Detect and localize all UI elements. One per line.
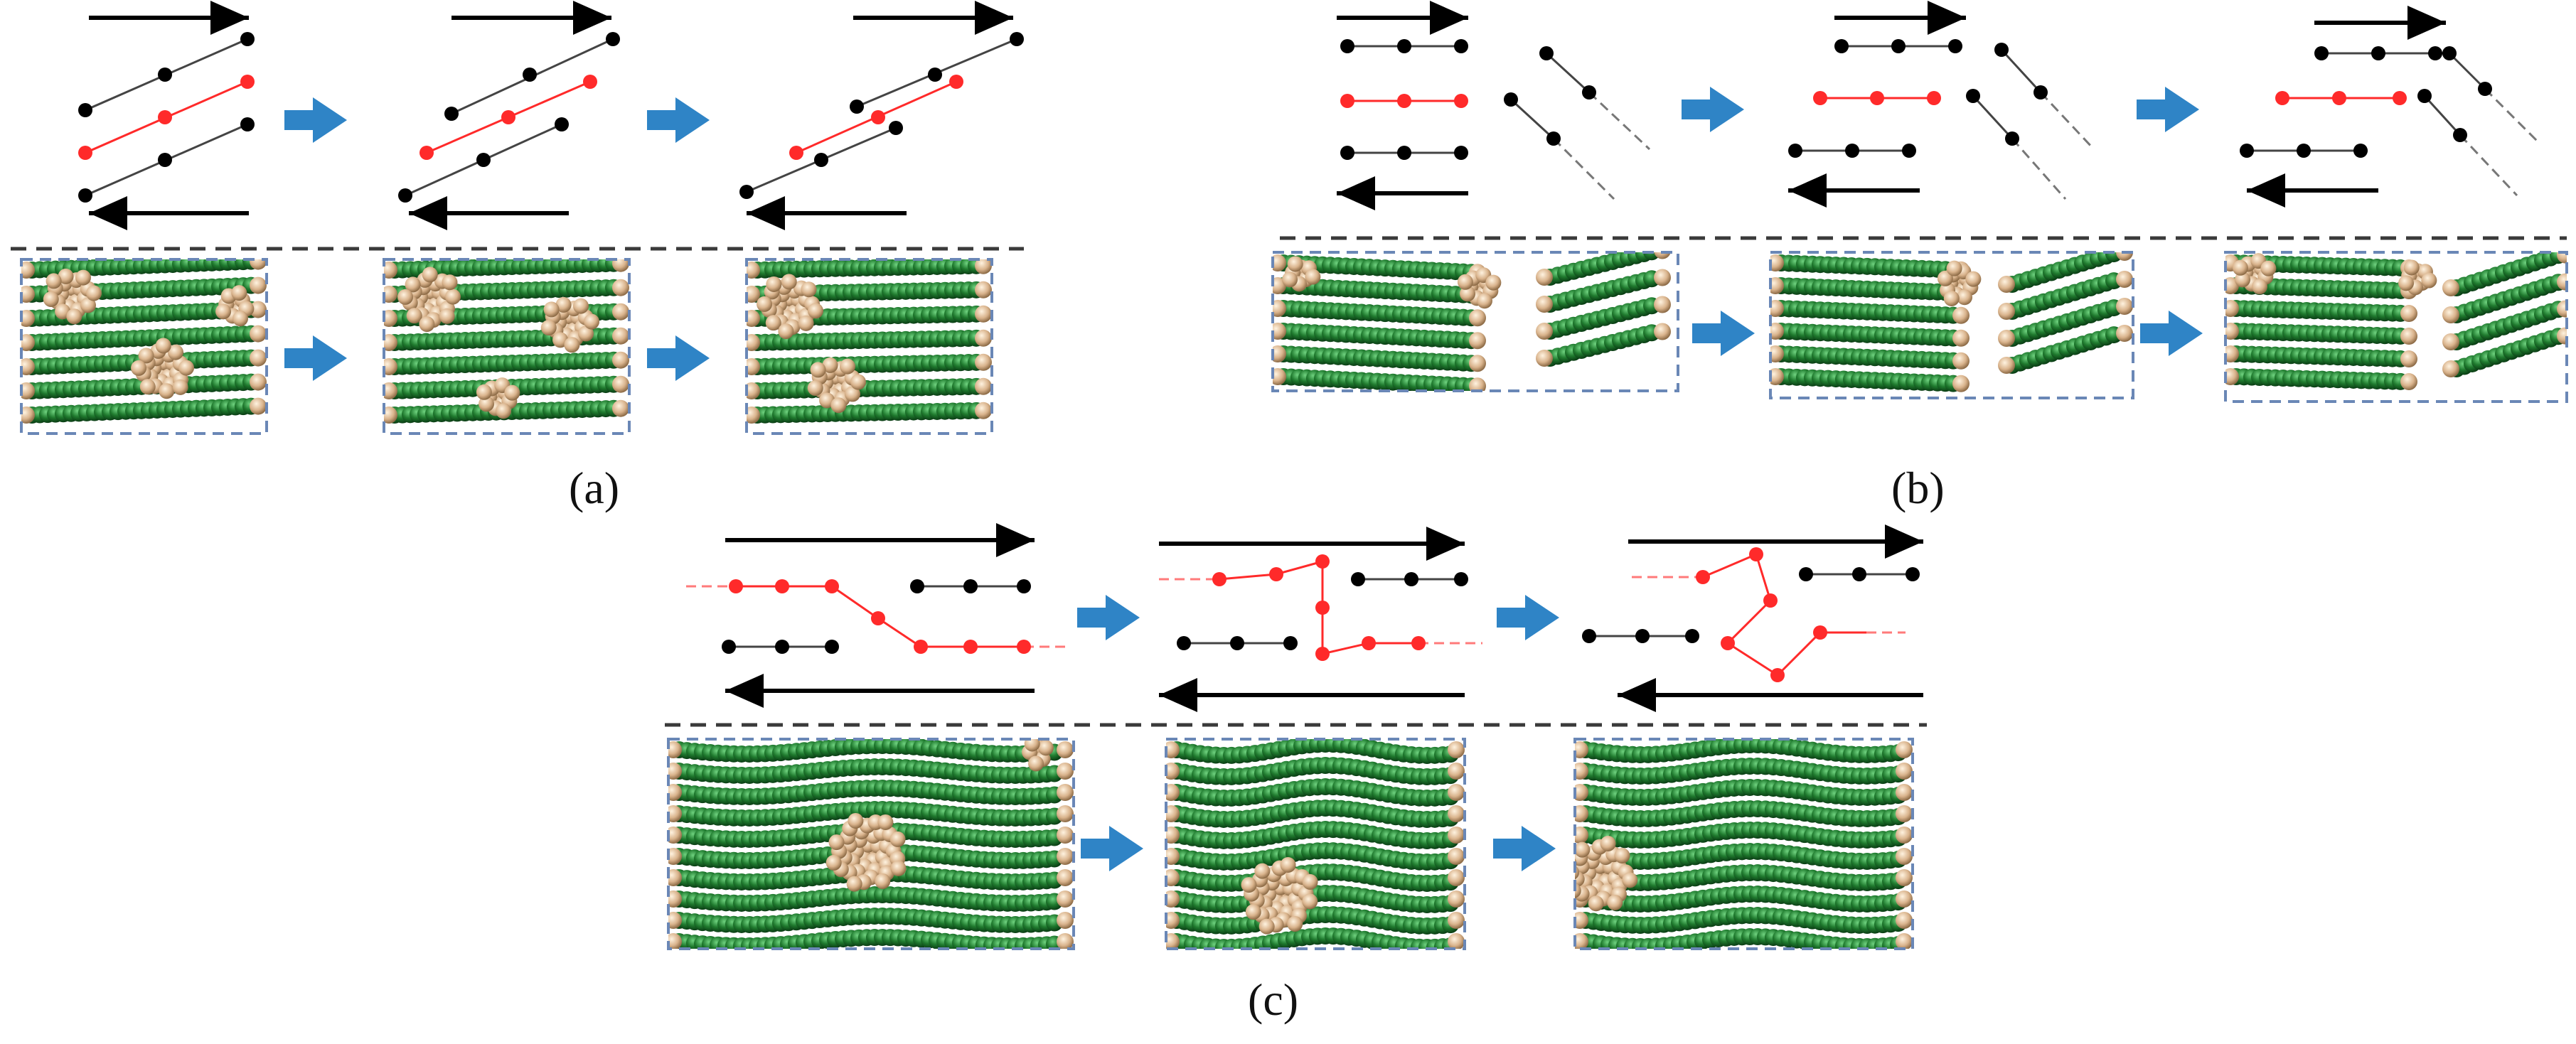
panel-a-sim-3: [745, 258, 993, 435]
panel-b-schematic: [1280, 1, 2567, 240]
panel-a-label: (a): [569, 463, 620, 513]
right-arrow-icon: [1077, 595, 1140, 640]
panel-a-frame-2-schematic: [398, 1, 620, 230]
right-arrow-icon: [284, 97, 347, 143]
right-arrow-icon: [1682, 87, 1744, 132]
panel-a-sim-1: [20, 258, 268, 435]
panel-b-sim-1: [1271, 251, 1679, 392]
panel-b-frame-1-schematic: [1337, 1, 1651, 210]
panel-c-frame-2-schematic: [1159, 527, 1482, 712]
panel-b-sim-2: [1769, 251, 2134, 399]
panel-a-frame-1-schematic: [78, 1, 255, 230]
panel-c-sim-3: [1573, 738, 1914, 950]
right-arrow-icon: [1081, 826, 1143, 871]
right-arrow-icon: [1497, 595, 1559, 640]
panel-c-sim-1: [667, 738, 1075, 950]
right-arrow-icon: [284, 335, 347, 381]
right-arrow-icon: [2140, 311, 2203, 356]
panel-c-sim-2: [1165, 738, 1466, 950]
panel-a-schematic: [11, 1, 1024, 251]
panel-c-frame-3-schematic: [1582, 524, 1923, 712]
panel-c-label: (c): [1248, 974, 1299, 1025]
right-arrow-icon: [1493, 826, 1556, 871]
right-arrow-icon: [647, 97, 710, 143]
right-arrow-icon: [647, 335, 710, 381]
panel-a-sim-2: [383, 258, 631, 435]
simulation-snapshots: [20, 251, 2568, 950]
panel-b-frame-2-schematic: [1788, 1, 2095, 208]
chain-beads: [78, 32, 255, 203]
panel-b-frame-3-schematic: [2240, 6, 2540, 208]
red-chain-beads: [78, 75, 255, 160]
right-arrow-icon: [1692, 311, 1755, 356]
panel-a-frame-3-schematic: [739, 1, 1024, 230]
panel-b-label: (b): [1891, 463, 1945, 513]
panel-b-sim-3: [2224, 251, 2568, 403]
panel-c-frame-1-schematic: [686, 523, 1067, 708]
panel-c-schematic: [665, 523, 1927, 727]
right-arrow-icon: [2137, 87, 2199, 132]
